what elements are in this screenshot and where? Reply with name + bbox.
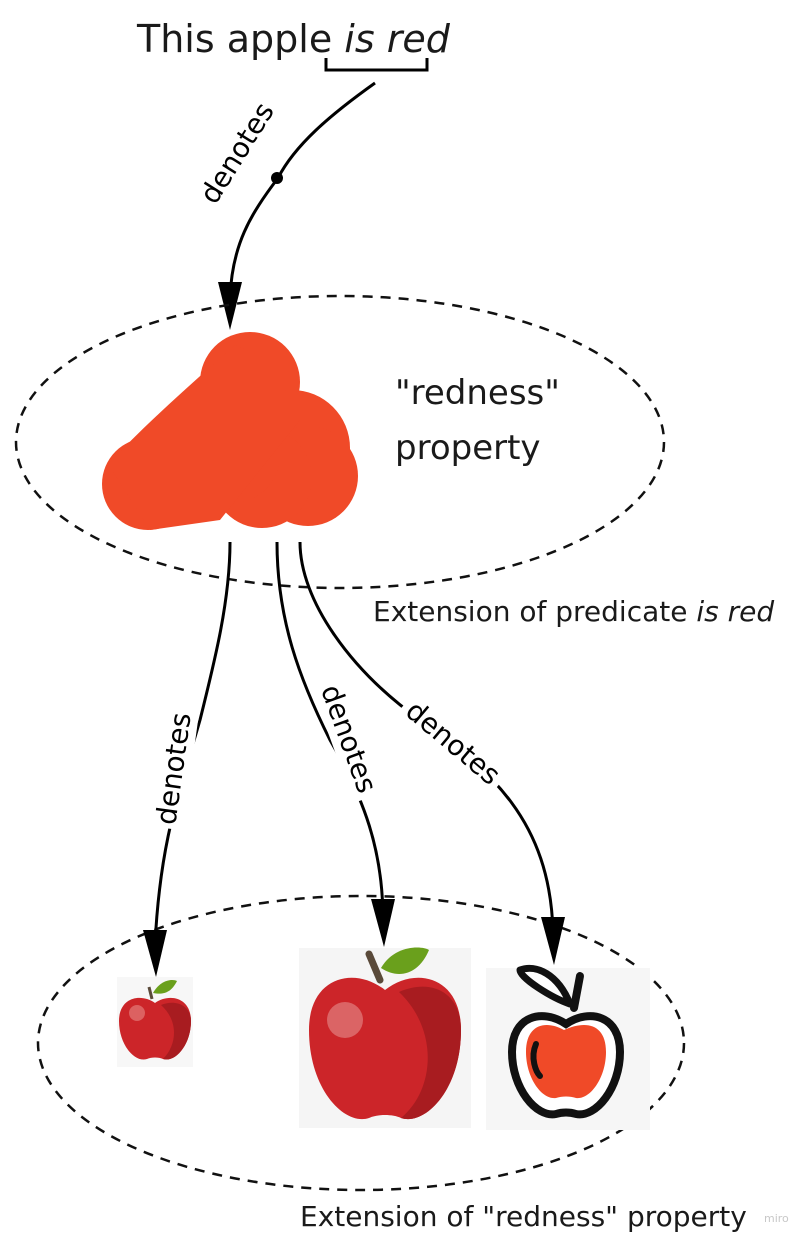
arrow-dot	[271, 172, 283, 184]
redness-splash	[102, 332, 358, 530]
caption-predicate-extension: Extension of predicate is red	[373, 595, 774, 628]
predicate-extension-ellipse	[14, 294, 666, 590]
property-label-line1: "redness"	[395, 373, 560, 413]
arrowhead-middle	[371, 899, 395, 947]
large-apple-image	[299, 947, 471, 1128]
sentence: This apple is red	[136, 17, 451, 61]
arrowhead-left	[143, 930, 167, 977]
small-apple-image	[117, 977, 193, 1067]
sentence-prefix: This apple	[136, 17, 344, 61]
sentence-predicate: is red	[344, 17, 450, 61]
arrowhead-top	[218, 282, 242, 330]
edge-label-right: denotes	[399, 694, 507, 792]
caption-predicate-name: is red	[696, 595, 774, 628]
predicate-bracket	[324, 58, 429, 72]
property-label-line2: property	[395, 428, 541, 468]
watermark: miro	[764, 1212, 789, 1225]
arrowhead-right	[541, 917, 565, 965]
edge-label-middle: denotes	[314, 680, 384, 797]
caption-property-extension: Extension of "redness" property	[300, 1200, 747, 1233]
denotes-arrow-middle	[275, 541, 385, 916]
outline-apple-image	[486, 964, 650, 1130]
property-extension-ellipse	[36, 894, 686, 1192]
caption-predicate-prefix: Extension of predicate	[373, 595, 696, 628]
denotes-arrow-left	[153, 541, 232, 946]
